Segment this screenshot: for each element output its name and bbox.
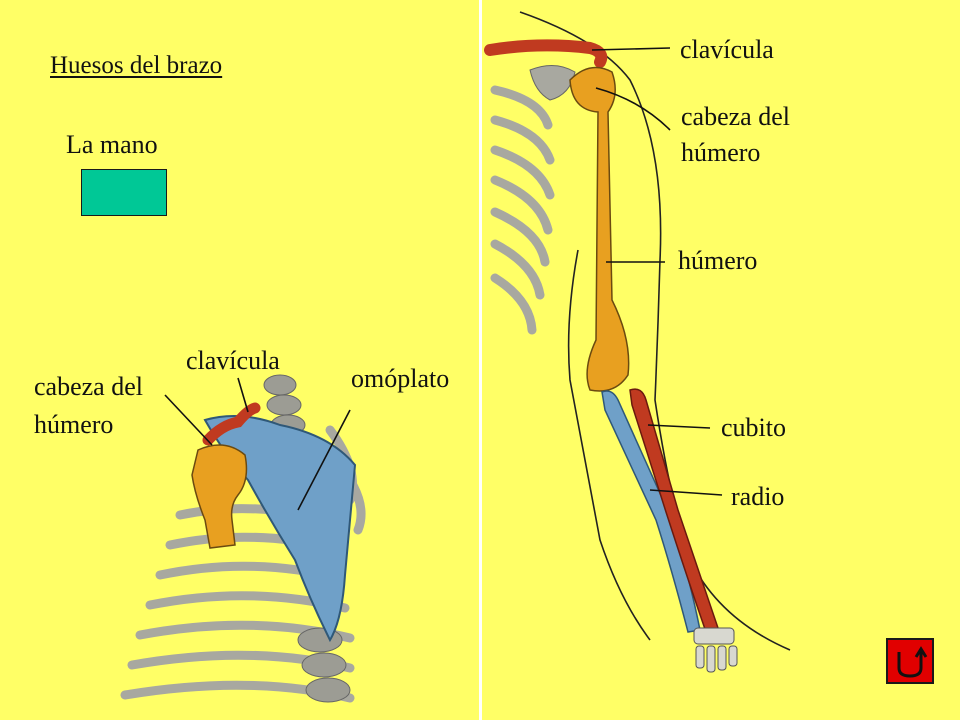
right-label-clavicle: clavícula — [680, 35, 774, 64]
left-label-humerus-head-2: húmero — [34, 410, 114, 439]
right-label-ulna: cubito — [721, 413, 786, 442]
left-label-scapula: omóplato — [351, 364, 450, 393]
left-clavicle — [202, 402, 261, 446]
right-leader-lines — [591, 47, 723, 496]
panel-divider — [479, 0, 482, 720]
left-label-humerus-head-1: cabeza del — [34, 372, 143, 401]
page-title: Huesos del brazo — [50, 52, 223, 79]
left-label-clavicle: clavícula — [186, 346, 280, 375]
left-spine — [263, 374, 351, 703]
right-label-radius: radio — [731, 482, 785, 511]
right-ulna — [601, 390, 701, 633]
right-label-humerus: húmero — [678, 246, 758, 275]
right-label-humerus-head-2: húmero — [681, 138, 761, 167]
right-body-outline-inner — [567, 249, 651, 641]
right-ribcage — [490, 85, 555, 335]
right-scapula-top — [529, 65, 576, 101]
left-leader-lines — [164, 377, 351, 511]
hand-link-label[interactable]: La mano — [66, 130, 158, 159]
right-hand-bones — [693, 627, 738, 673]
return-arrow-icon — [897, 646, 928, 678]
right-label-humerus-head-1: cabeza del — [681, 102, 790, 131]
right-clavicle — [484, 39, 608, 68]
right-humerus — [569, 66, 630, 392]
left-humerus — [191, 444, 248, 549]
right-radius — [629, 388, 719, 633]
return-button[interactable] — [886, 638, 934, 684]
hand-link-button[interactable] — [81, 169, 167, 216]
